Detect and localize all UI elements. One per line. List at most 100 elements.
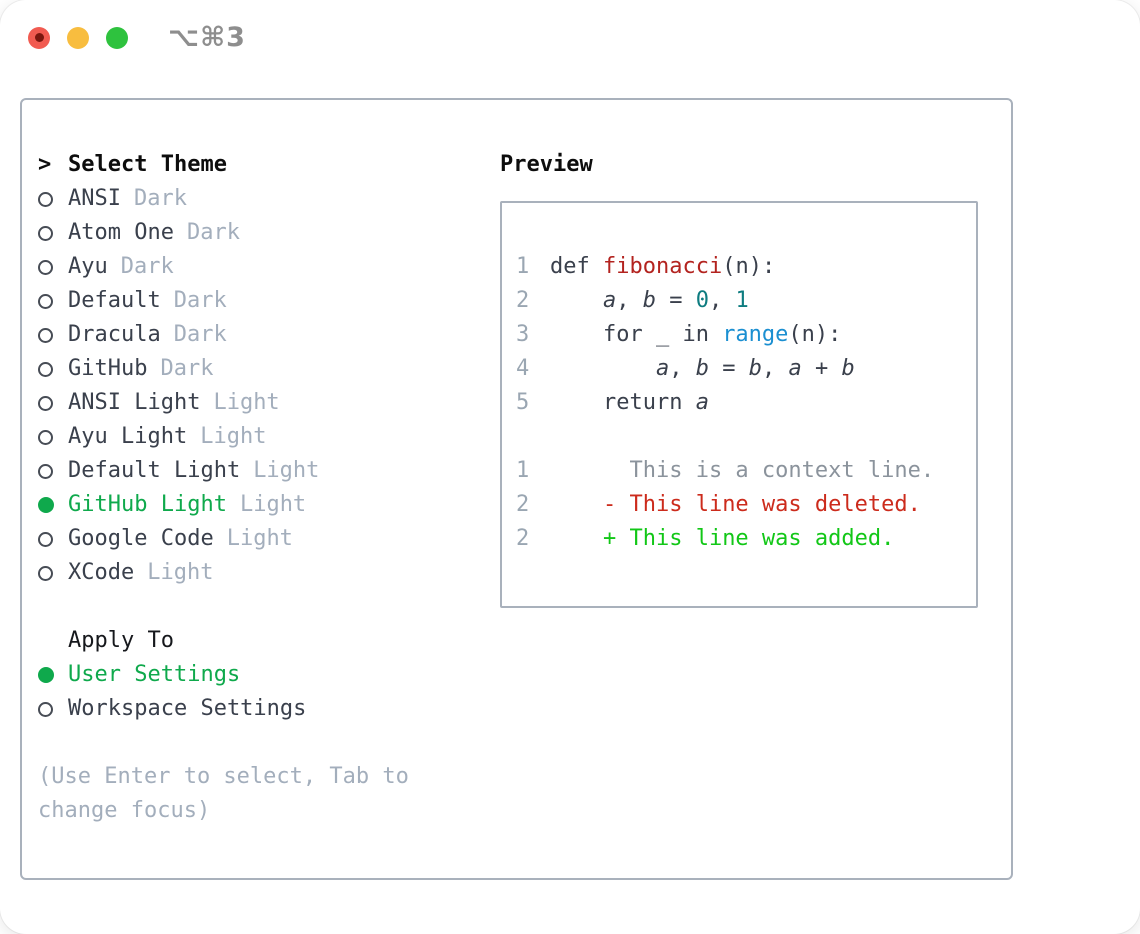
code-token-var: b bbox=[748, 356, 762, 381]
code-token-plain: + bbox=[801, 356, 842, 381]
theme-option-label: XCode bbox=[68, 560, 135, 585]
theme-option-label: Ayu Light bbox=[68, 424, 188, 449]
line-number: 4 bbox=[516, 356, 530, 381]
apply-option-label: Workspace Settings bbox=[68, 696, 307, 721]
radio-icon bbox=[38, 259, 68, 275]
apply-option-label: User Settings bbox=[68, 662, 241, 687]
code-token-num: 1 bbox=[735, 288, 749, 313]
line-number: 2 bbox=[516, 526, 530, 551]
spacer bbox=[38, 726, 500, 760]
code-token-var: a bbox=[695, 390, 709, 415]
line-number: 2 bbox=[516, 288, 530, 313]
theme-option[interactable]: GitHub Light Light bbox=[38, 488, 500, 522]
radio-circle bbox=[38, 667, 54, 683]
code-token-add: + This line was added. bbox=[602, 526, 895, 551]
radio-icon bbox=[38, 463, 68, 479]
code-token-plain: , bbox=[616, 288, 643, 313]
apply-option[interactable]: User Settings bbox=[38, 658, 500, 692]
radio-icon bbox=[38, 565, 68, 581]
code-token-plain: = bbox=[655, 288, 696, 313]
code-token-num: 0 bbox=[695, 288, 709, 313]
radio-circle bbox=[38, 395, 53, 411]
code-token-plain bbox=[550, 356, 656, 381]
radio-icon bbox=[38, 395, 68, 411]
theme-option-label: GitHub bbox=[68, 356, 148, 381]
radio-icon bbox=[38, 701, 68, 717]
radio-circle bbox=[38, 429, 53, 445]
theme-option[interactable]: Ayu Light Light bbox=[38, 420, 500, 454]
titlebar: ⌥⌘3 bbox=[0, 0, 1140, 75]
code-token-blue: range bbox=[722, 322, 789, 347]
theme-option-label: GitHub Light bbox=[68, 492, 227, 517]
radio-selected-icon bbox=[38, 497, 68, 513]
theme-option-label: Google Code bbox=[68, 526, 214, 551]
theme-option-label: ANSI Light bbox=[68, 390, 201, 415]
code-token-plain: , bbox=[708, 288, 736, 313]
radio-icon bbox=[38, 361, 68, 377]
variant-tag: Dark bbox=[133, 186, 187, 211]
zoom-button[interactable] bbox=[106, 26, 128, 49]
code-token-var: b bbox=[642, 288, 656, 313]
code-line: 5 return a bbox=[516, 386, 966, 420]
theme-option[interactable]: Ayu Dark bbox=[38, 250, 500, 284]
code-token-del: - This line was deleted. bbox=[602, 492, 921, 517]
radio-icon bbox=[38, 191, 68, 207]
variant-tag: Dark bbox=[120, 254, 174, 279]
variant-tag: Light bbox=[213, 390, 280, 415]
code-token-var: b bbox=[695, 356, 709, 381]
theme-option[interactable]: Google Code Light bbox=[38, 522, 500, 556]
line-number: 3 bbox=[516, 322, 530, 347]
code-text: - This line was deleted. bbox=[550, 488, 921, 522]
theme-option[interactable]: Default Dark bbox=[38, 284, 500, 318]
code-line bbox=[516, 420, 966, 454]
code-line: 1 This is a context line. bbox=[516, 454, 966, 488]
code-token-var: a bbox=[655, 356, 670, 381]
radio-circle bbox=[38, 293, 53, 309]
variant-tag: Light bbox=[253, 458, 320, 483]
code-token-var: a bbox=[602, 288, 617, 313]
code-line: 2 + This line was added. bbox=[516, 522, 966, 556]
radio-circle bbox=[38, 361, 53, 377]
radio-circle bbox=[38, 191, 53, 207]
theme-option[interactable]: ANSI Light Light bbox=[38, 386, 500, 420]
code-line: 2 - This line was deleted. bbox=[516, 488, 966, 522]
minimize-button[interactable] bbox=[67, 26, 89, 49]
code-token-plain: return bbox=[550, 390, 696, 415]
close-button[interactable] bbox=[28, 26, 50, 49]
apply-option[interactable]: Workspace Settings bbox=[38, 692, 500, 726]
select-theme-header: > Select Theme bbox=[38, 148, 500, 182]
radio-icon bbox=[38, 429, 68, 445]
line-number: 2 bbox=[516, 492, 530, 517]
code-token-plain: (n): bbox=[788, 322, 842, 347]
radio-circle bbox=[38, 259, 53, 275]
theme-option-label: Ayu bbox=[68, 254, 108, 279]
radio-circle bbox=[38, 225, 53, 241]
theme-option-label: Dracula bbox=[68, 322, 161, 347]
hint-text: (Use Enter to select, Tab to change focu… bbox=[38, 764, 409, 823]
radio-circle bbox=[38, 497, 54, 513]
code-token-plain: = bbox=[708, 356, 749, 381]
apply-to-label: Apply To bbox=[68, 628, 174, 653]
code-text: return a bbox=[550, 386, 709, 420]
code-text: + This line was added. bbox=[550, 522, 894, 556]
radio-circle bbox=[38, 463, 53, 479]
variant-tag: Light bbox=[239, 492, 307, 517]
code-token-ctx: This is a context line. bbox=[550, 458, 935, 483]
variant-tag: Light bbox=[226, 526, 293, 551]
theme-option-label: Default bbox=[68, 288, 161, 313]
variant-tag: Light bbox=[200, 424, 267, 449]
code-line: 2 a, b = 0, 1 bbox=[516, 284, 966, 318]
code-token-plain bbox=[550, 526, 603, 551]
variant-tag: Dark bbox=[173, 288, 227, 313]
